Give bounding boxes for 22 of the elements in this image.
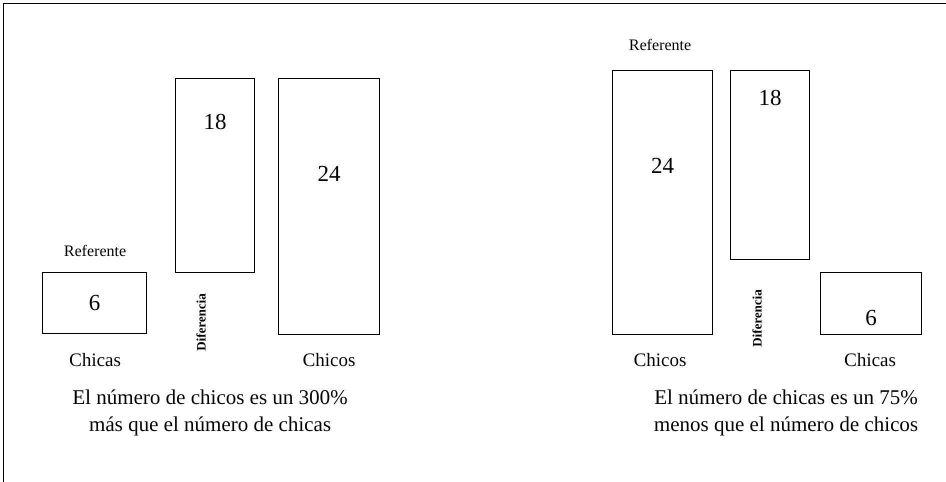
- bar-value: 6: [88, 290, 102, 316]
- quantity-bar: [820, 272, 922, 335]
- quantity-bar: [730, 70, 810, 260]
- rotated-bar-label: Diferencia: [194, 293, 208, 351]
- quantity-bar: [175, 78, 255, 273]
- caption-sentence: El número de chicos es un 300% más que el número de chicas: [71, 384, 349, 438]
- quantity-bar: [612, 70, 713, 335]
- rotated-bar-label: Diferencia: [750, 289, 764, 347]
- bar-value: 24: [316, 161, 342, 187]
- bar-value: 24: [650, 153, 675, 179]
- bar-value: 18: [758, 85, 782, 111]
- quantity-bar: [278, 78, 380, 335]
- bar-value: 18: [202, 109, 228, 135]
- reference-label: Referente: [628, 36, 692, 56]
- category-label: Chicos: [634, 350, 686, 372]
- category-label: Chicas: [69, 350, 121, 372]
- bar-value: 6: [864, 305, 878, 331]
- caption-sentence: El número de chicas es un 75% menos que el número de chicos: [652, 384, 920, 438]
- category-label: Chicos: [302, 350, 356, 372]
- reference-label: Referente: [64, 242, 126, 262]
- quantity-bar: [42, 272, 147, 334]
- category-label: Chicas: [844, 350, 896, 372]
